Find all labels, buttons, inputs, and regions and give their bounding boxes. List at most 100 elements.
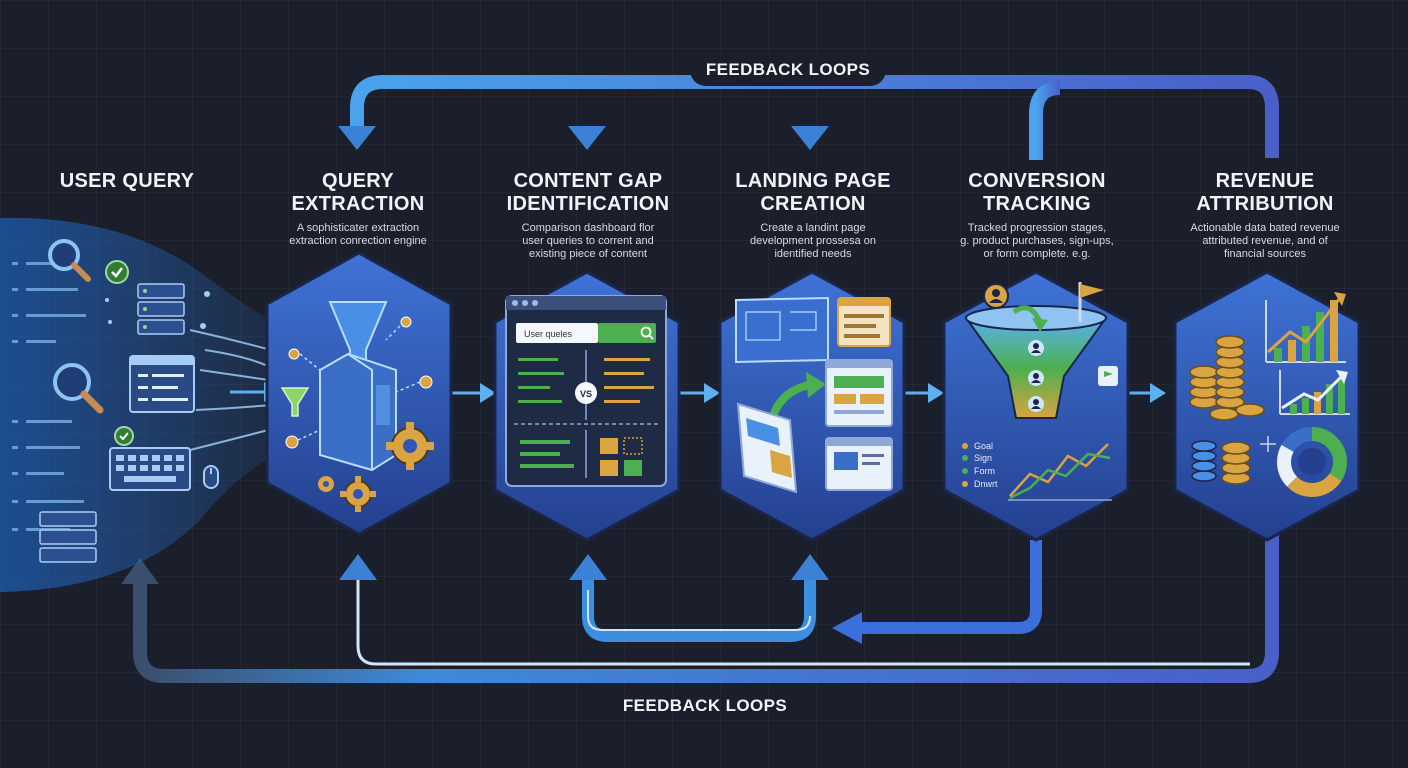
stage-desc-revenue-attribution: Actionable data bated revenue attributed… (1165, 222, 1365, 261)
comparison-dashboard: User queles VS (505, 295, 667, 487)
coin-stack-icon (1191, 440, 1251, 485)
conversion-funnel: Goal Sign Form Dnwrt (962, 282, 1118, 501)
legend-sign: Sign (974, 453, 992, 463)
stage-title-line: ATTRIBUTION (1196, 193, 1334, 215)
stage-title-line: QUERY (322, 170, 394, 192)
top-loop-branch-5 (1029, 81, 1061, 160)
stage-desc-line: user queries to corrent and (522, 235, 654, 247)
flag-icon (1078, 282, 1104, 322)
stage-desc-line: g. product purchases, sign-ups, (960, 235, 1114, 247)
vs-label: VS (580, 389, 592, 399)
keyboard-icon (109, 447, 191, 491)
bottom-loop-outer (133, 520, 1279, 683)
checkmark-icon (105, 260, 129, 284)
gear-icon (386, 422, 434, 470)
bottom-loop-return (858, 540, 1042, 634)
stage-desc-line: Create a landint page (760, 222, 866, 234)
bottom-loop-inner (356, 580, 1250, 666)
server-icon (137, 283, 185, 335)
bar-chart-icon (1265, 292, 1346, 363)
stage-title-line: TRACKING (983, 193, 1091, 215)
arrowhead-up-4 (791, 554, 829, 580)
legend-goal: Goal (974, 441, 993, 451)
user-icon (1028, 340, 1044, 356)
flow-arrow-4-5 (900, 383, 944, 403)
mouse-icon (203, 465, 219, 489)
stage-desc-line: development prossesa on (750, 235, 876, 247)
stage-desc-line: Comparison dashboard flor (521, 222, 655, 234)
feedback-loops-bottom-label: FEEDBACK LOOPS (622, 696, 788, 715)
flow-arrow-2-3 (452, 383, 496, 403)
stage-title-line: CONTENT GAP (513, 170, 663, 192)
bottom-feedback-loops (133, 520, 1279, 683)
legend-form: Form (974, 466, 995, 476)
checkmark-icon (114, 426, 134, 446)
top-loop-arrowheads (338, 126, 829, 150)
bottom-loop-mid (582, 580, 816, 642)
stage-title-line: EXTRACTION (291, 193, 425, 215)
extraction-engine (280, 301, 434, 512)
stage-title-line: REVENUE (1215, 170, 1315, 192)
gear-icon (340, 476, 376, 512)
flag-icon (1098, 366, 1118, 386)
stage-desc-line: financial sources (1224, 248, 1306, 260)
bottom-loop-mid-inner (587, 590, 811, 631)
stage-title-line: USER QUERY (59, 170, 195, 192)
legend-dnwrt: Dnwrt (974, 479, 998, 489)
stage-desc-conversion-tracking: Tracked progression stages, g. product p… (937, 222, 1137, 261)
stage-desc-line: A sophisticater extraction (296, 222, 420, 234)
arrowhead-left (832, 612, 862, 644)
user-icon (1028, 396, 1044, 412)
bar-chart-icon (1279, 370, 1350, 415)
code-window-icon (129, 355, 195, 413)
feedback-loops-top-label: FEEDBACK LOOPS (690, 54, 886, 86)
stage-title-landing-page: LANDING PAGE CREATION (713, 170, 913, 216)
trend-arrow-icon (1281, 374, 1344, 410)
stage-desc-line: identified needs (774, 248, 852, 260)
stage-title-conversion-tracking: CONVERSION TRACKING (937, 170, 1137, 216)
trend-arrow-icon (1266, 297, 1342, 354)
coin-stack-icon (1189, 335, 1265, 421)
gear-icon (318, 476, 334, 492)
stage-desc-line: extraction conrection engine (289, 235, 427, 247)
bottom-loop-arrowheads (121, 554, 862, 644)
landing-page-builder (735, 296, 893, 494)
stage-desc-query-extraction: A sophisticater extraction extraction co… (258, 222, 458, 248)
stage-title-content-gap: CONTENT GAP IDENTIFICATION (488, 170, 688, 216)
tracking-line-chart (1008, 443, 1112, 501)
donut-chart-icon (1277, 427, 1347, 497)
magnifier-icon (53, 363, 104, 414)
revenue-visuals (1189, 292, 1350, 497)
stage-desc-line: Tracked progression stages, (967, 222, 1107, 234)
funnel-icon (280, 387, 310, 417)
stage-title-user-query: USER QUERY (27, 170, 227, 193)
dashboard-search-bar (516, 323, 598, 343)
flow-arrow-5-6 (1124, 383, 1166, 403)
arrowhead-up-2 (339, 554, 377, 580)
stage-desc-line: Actionable data bated revenue (1190, 222, 1340, 234)
flow-arrow-3-4 (676, 383, 720, 403)
arrowhead-up-3 (569, 554, 607, 580)
search-icon (640, 326, 654, 340)
stage-title-revenue-attribution: REVENUE ATTRIBUTION (1165, 170, 1365, 216)
stage-title-line: IDENTIFICATION (506, 193, 670, 215)
stage-desc-line: or form complete. e.g. (983, 248, 1091, 260)
arrowhead-down-3 (791, 126, 829, 150)
stage-title-line: CONVERSION (968, 170, 1106, 192)
stage-title-line: LANDING PAGE (735, 170, 891, 192)
magnifier-icon (48, 239, 91, 282)
server-icon (39, 511, 97, 563)
tracking-legend: Goal Sign Form Dnwrt (962, 441, 998, 489)
dashboard-search-text: User queles (524, 329, 573, 339)
stage-desc-line: existing piece of content (528, 248, 648, 260)
stage-desc-content-gap: Comparison dashboard flor user queries t… (488, 222, 688, 261)
stage-title-query-extraction: QUERY EXTRACTION (258, 170, 458, 216)
user-query-stream (0, 217, 286, 592)
arrowhead-down-1 (338, 126, 376, 150)
user-icon (983, 283, 1009, 309)
top-feedback-loops (350, 75, 1279, 160)
user-icon (1028, 370, 1044, 386)
stage-desc-line: attributed revenue, and of (1202, 235, 1328, 247)
